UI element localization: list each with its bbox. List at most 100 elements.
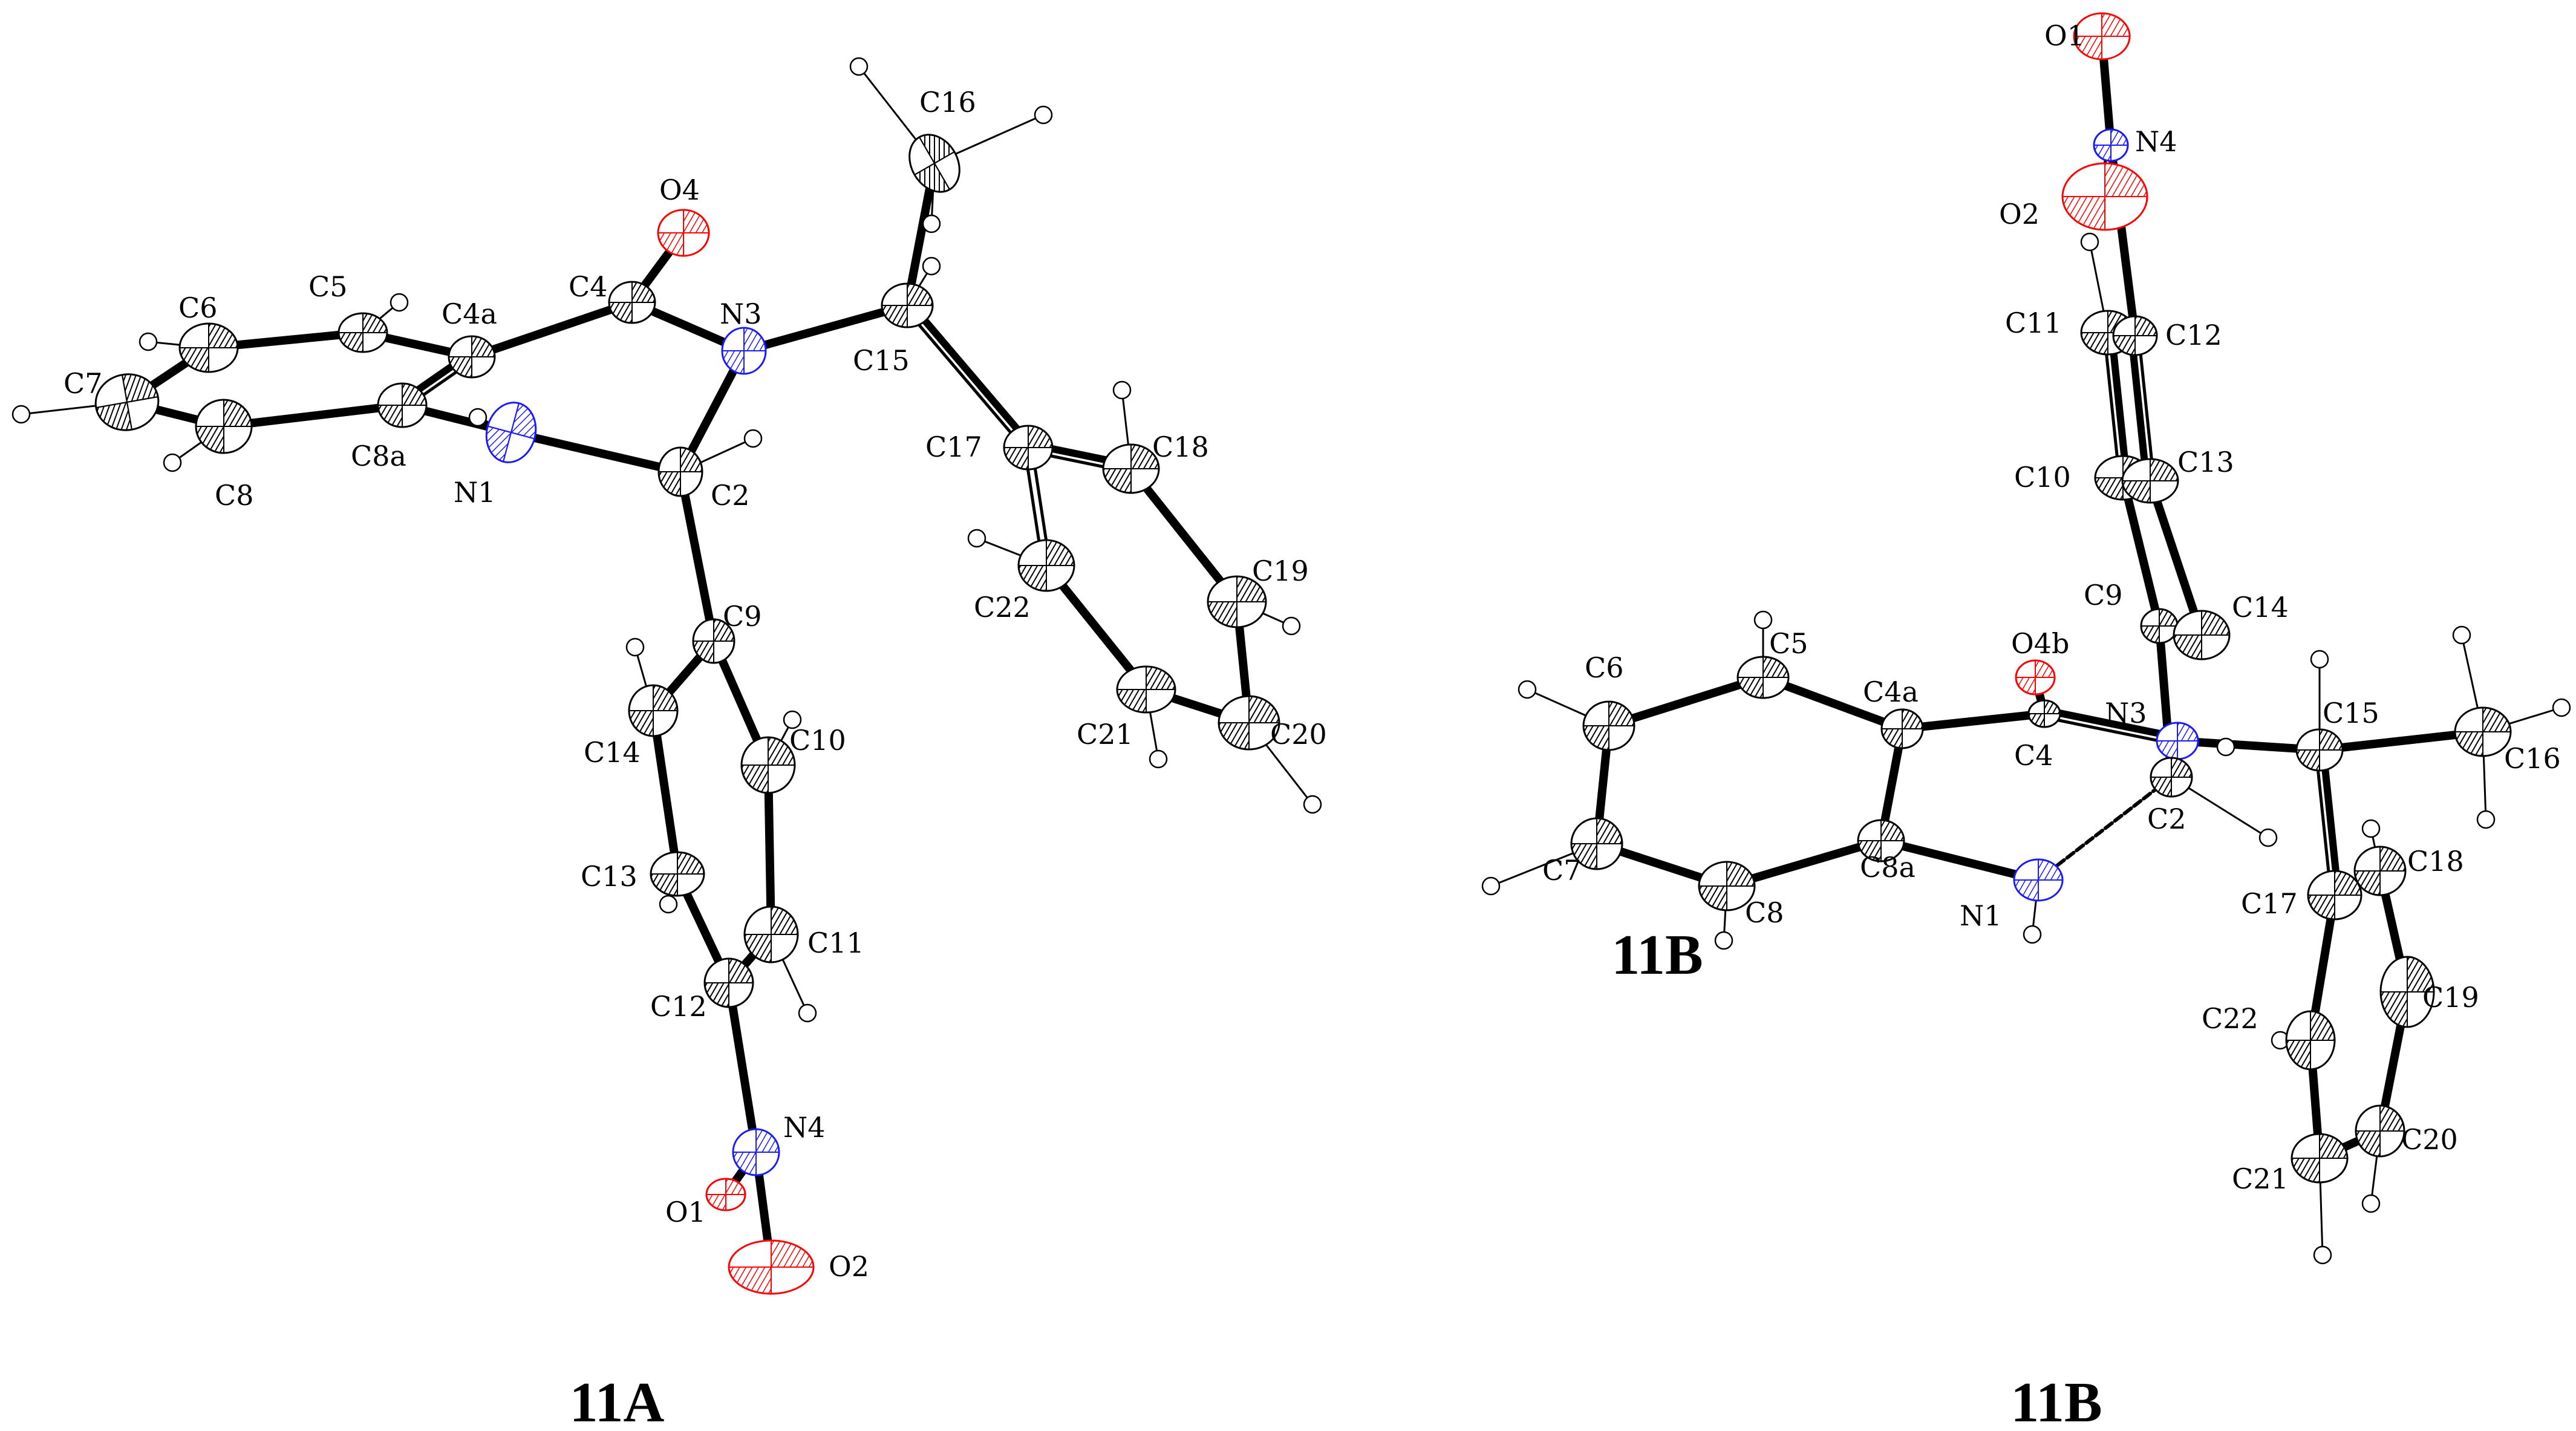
- atom-n1: [2013, 858, 2064, 902]
- atom-label-c13: C13: [581, 860, 637, 893]
- bond-c8a-n1: [1877, 836, 2043, 884]
- atom-label-c21: C21: [2232, 1162, 2289, 1195]
- hydrogen-atom-c18-0: [2361, 819, 2381, 838]
- hydrogen-atom-n1-0: [468, 408, 487, 427]
- bond-c13-c12: [2128, 332, 2156, 485]
- atom-c20: [2355, 1104, 2405, 1158]
- atom-c6: [1582, 700, 1635, 751]
- hydrogen-atom-n3-0: [2216, 737, 2235, 757]
- hydrogen-atom-c14-0: [625, 637, 645, 657]
- hydrogen-atom-c5-0: [1753, 610, 1773, 630]
- atom-label-o4: O4: [659, 174, 700, 206]
- atoms-11B: [1570, 12, 2512, 1184]
- atom-c2: [657, 446, 703, 497]
- atom-label-c22: C22: [2202, 1002, 2258, 1035]
- atom-o4b: [2015, 659, 2056, 696]
- atom-label-c5: C5: [308, 270, 347, 303]
- atom-c13: [650, 851, 705, 897]
- atom-o2: [728, 1239, 815, 1295]
- atom-c8: [1698, 861, 1756, 911]
- atom-c19: [1207, 575, 1267, 628]
- hydrogen-atom-n1-0: [2023, 925, 2042, 944]
- hydrogen-atom-c21-0: [2313, 1245, 2332, 1265]
- atom-label-c8: C8: [1745, 896, 1784, 929]
- atom-label-n3: N3: [2105, 697, 2147, 729]
- atom-n4: [2093, 128, 2129, 162]
- atom-n3: [721, 327, 767, 375]
- bond-c8-c8a: [220, 401, 406, 431]
- atom-label-c4a: C4a: [442, 298, 497, 330]
- bond-c4-c4a: [1898, 709, 2049, 733]
- atom-c21: [1116, 665, 1176, 714]
- hydrogen-atom-c2-0: [2258, 828, 2278, 847]
- atom-c11: [743, 905, 799, 963]
- atom-label-c4: C4: [2014, 739, 2053, 772]
- atom-c12: [703, 957, 754, 1008]
- atom-label-c4a: C4a: [1863, 676, 1919, 708]
- atom-label-c11: C11: [2005, 307, 2062, 339]
- atom-c6: [178, 322, 239, 373]
- atom-label-c16: C16: [919, 86, 976, 119]
- hydrogen-atom-c2-0: [743, 429, 763, 448]
- atom-label-c15: C15: [853, 344, 910, 377]
- atom-label-c7: C7: [64, 367, 102, 400]
- hydrogen-atom-c15-0: [922, 256, 941, 276]
- atom-label-c5: C5: [1769, 627, 1808, 660]
- atom-c21: [2291, 1133, 2349, 1184]
- atom-label-o1: O1: [665, 1196, 706, 1228]
- bonds-11A: [123, 159, 1253, 1271]
- atom-label-c17: C17: [925, 431, 982, 463]
- bond-c15-c17: [902, 299, 1035, 452]
- atom-c17: [2307, 870, 2362, 921]
- atom-c16: [908, 134, 960, 193]
- atom-label-c19: C19: [2422, 981, 2479, 1014]
- bond-c11-c10: [2102, 328, 2130, 481]
- atom-label-c8a: C8a: [351, 440, 406, 472]
- atom-o4: [657, 209, 710, 257]
- atom-n3: [2156, 722, 2199, 760]
- atom-label-c4: C4: [569, 270, 607, 303]
- hydrogen-atom-c16-2: [2476, 810, 2496, 829]
- hydrogen-atom-c16-2: [922, 214, 941, 233]
- bonds-11B: [1593, 32, 2487, 1162]
- atom-c8: [195, 399, 253, 454]
- atom-c5: [337, 312, 388, 353]
- hydrogen-atom-c16-0: [2452, 625, 2471, 645]
- atom-label-c9: C9: [723, 600, 761, 633]
- atom-label-c8a: C8a: [1860, 851, 1916, 884]
- hydrogen-atom-c19-0: [1282, 616, 1301, 636]
- atom-label-c11: C11: [807, 927, 864, 959]
- atom-label-o2: O2: [829, 1250, 869, 1283]
- atom-c18: [1102, 443, 1160, 494]
- hydrogen-atom-c13-0: [659, 895, 678, 914]
- atom-o1: [2073, 12, 2131, 60]
- atom-c9: [2140, 608, 2179, 644]
- atom-label-c6: C6: [1585, 651, 1623, 684]
- atom-label-c16: C16: [2504, 742, 2561, 775]
- atom-c4: [2027, 699, 2061, 728]
- atom-c7: [94, 373, 160, 431]
- hydrogen-atom-c18-0: [1112, 380, 1132, 400]
- atom-label-c2: C2: [711, 479, 749, 512]
- atom-label-c20: C20: [1270, 718, 1327, 751]
- atom-c13: [2121, 458, 2179, 504]
- bond-n1-c2: [507, 428, 685, 476]
- atom-c15: [881, 282, 934, 328]
- atom-label-n4: N4: [783, 1111, 826, 1144]
- atom-c4a: [1880, 708, 1924, 749]
- atom-label-c18: C18: [2407, 845, 2464, 878]
- hydrogen-atom-c11-0: [2080, 232, 2099, 252]
- atom-label-n1: N1: [1960, 899, 2002, 932]
- atom-c20: [1218, 695, 1280, 751]
- hydrogen-atom-c7-0: [1481, 876, 1501, 896]
- hydrogen-atom-c10-0: [783, 710, 802, 729]
- hydrogen-atom-c20-0: [2361, 1194, 2381, 1213]
- atom-label-c22: C22: [974, 591, 1031, 624]
- bond-c18-c19: [1127, 465, 1241, 606]
- atom-label-o1: O1: [2044, 19, 2085, 52]
- atom-label-c2: C2: [2147, 803, 2186, 835]
- bond-c12-n4: [725, 979, 760, 1156]
